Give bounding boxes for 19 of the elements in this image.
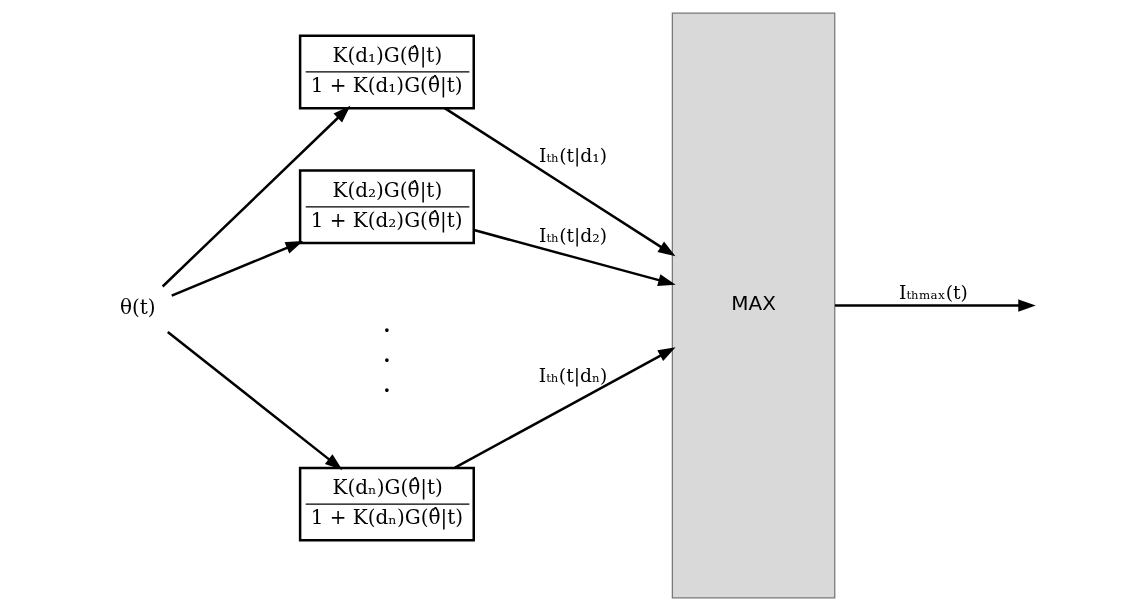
edge-label: Iₜₕₘₐₓ(t) [898, 282, 968, 304]
arrow [835, 299, 1036, 312]
arrow [473, 228, 676, 287]
node-box: K(d₁)G(θ̂|t) 1 + K(d₁)G(θ̂|t) [298, 34, 475, 110]
arrow [166, 331, 343, 470]
label: . [382, 306, 392, 339]
arrow [171, 241, 304, 297]
label: . [382, 336, 392, 369]
arrow [444, 107, 676, 257]
arrow [161, 105, 351, 288]
label: . [382, 366, 392, 399]
node-box: K(dₙ)G(θ̂|t) 1 + K(dₙ)G(θ̂|t) [298, 466, 475, 542]
node-text: θ(t) [119, 294, 156, 319]
node-box: MAX [671, 12, 836, 599]
edge-label: Iₜₕ(t|d₁) [539, 144, 608, 166]
node-box: K(d₂)G(θ̂|t) 1 + K(d₂)G(θ̂|t) [298, 169, 475, 245]
edge-label: Iₜₕ(t|dₙ) [538, 364, 608, 386]
edge-label: Iₜₕ(t|d₂) [539, 224, 608, 246]
arrow [454, 347, 676, 469]
